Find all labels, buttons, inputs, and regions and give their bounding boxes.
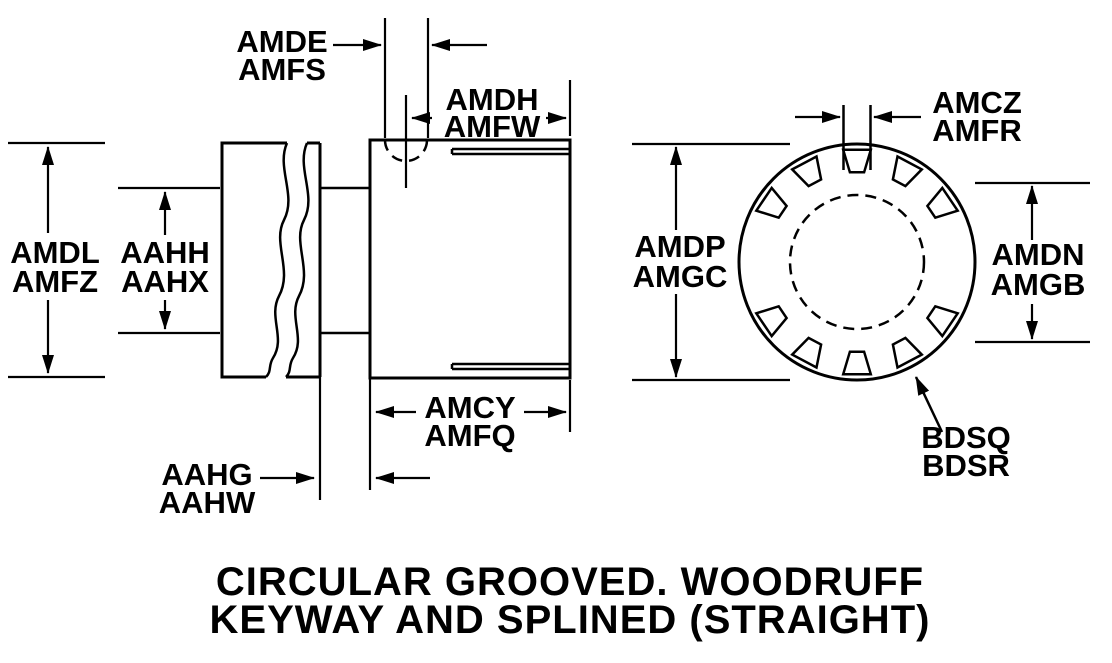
spline-tooth xyxy=(925,185,960,220)
splined-shaft-section xyxy=(368,95,572,380)
spline-tooth xyxy=(754,185,789,220)
label-aahg: AAHG xyxy=(161,457,252,492)
spline-tooth xyxy=(891,336,924,370)
label-amgc: AMGC xyxy=(633,259,728,294)
dimension-labels: AMDE AMFS AMDH AMFW AMDL AMFZ AAHH AAHX … xyxy=(10,24,1085,520)
spline-tooth xyxy=(790,336,823,370)
spline-tooth xyxy=(754,304,789,339)
spline-tooth xyxy=(841,350,873,376)
label-amdn: AMDN xyxy=(992,237,1085,272)
spline-tooth xyxy=(790,154,823,188)
label-amdh: AMDH xyxy=(446,82,539,117)
break-line-right xyxy=(285,142,310,378)
dimension-lines-side-view xyxy=(8,18,572,500)
outer-circle xyxy=(737,142,977,382)
woodruff-keyway-arc xyxy=(383,139,429,163)
label-amdp: AMDP xyxy=(634,229,725,264)
label-amfz: AMFZ xyxy=(12,264,98,299)
spline-teeth xyxy=(754,148,960,376)
label-amcy: AMCY xyxy=(424,390,516,425)
label-amgb: AMGB xyxy=(991,267,1086,302)
bdsq-leader-arrow xyxy=(914,376,944,433)
label-aahx: AAHX xyxy=(121,264,209,299)
label-amdl: AMDL xyxy=(10,235,100,270)
circular-groove-neck xyxy=(321,186,369,335)
label-bdsq: BDSQ xyxy=(921,420,1011,455)
label-bdsr: BDSR xyxy=(922,448,1010,483)
inner-dashed-circle xyxy=(788,193,926,331)
figure-title: CIRCULAR GROOVED. WOODRUFF KEYWAY AND SP… xyxy=(210,560,931,642)
break-line-left xyxy=(265,142,290,378)
side-view-shaft xyxy=(220,95,572,380)
spline-tooth xyxy=(925,304,960,339)
left-shaft-section xyxy=(220,141,322,379)
figure-title-line2: KEYWAY AND SPLINED (STRAIGHT) xyxy=(210,598,931,642)
label-amfw: AMFW xyxy=(444,109,541,144)
label-amcz: AMCZ xyxy=(932,85,1022,120)
label-amfq: AMFQ xyxy=(424,418,515,453)
end-view-spline xyxy=(737,105,977,382)
spline-tooth xyxy=(891,154,924,188)
spline-tooth xyxy=(841,148,873,174)
label-aahh: AAHH xyxy=(120,235,210,270)
dimension-lines-end-view xyxy=(632,111,1090,433)
label-amfr: AMFR xyxy=(932,113,1022,148)
label-amfs: AMFS xyxy=(238,52,326,87)
label-aahw: AAHW xyxy=(159,485,256,520)
figure-title-line1: CIRCULAR GROOVED. WOODRUFF xyxy=(216,560,924,604)
label-amde: AMDE xyxy=(236,24,327,59)
